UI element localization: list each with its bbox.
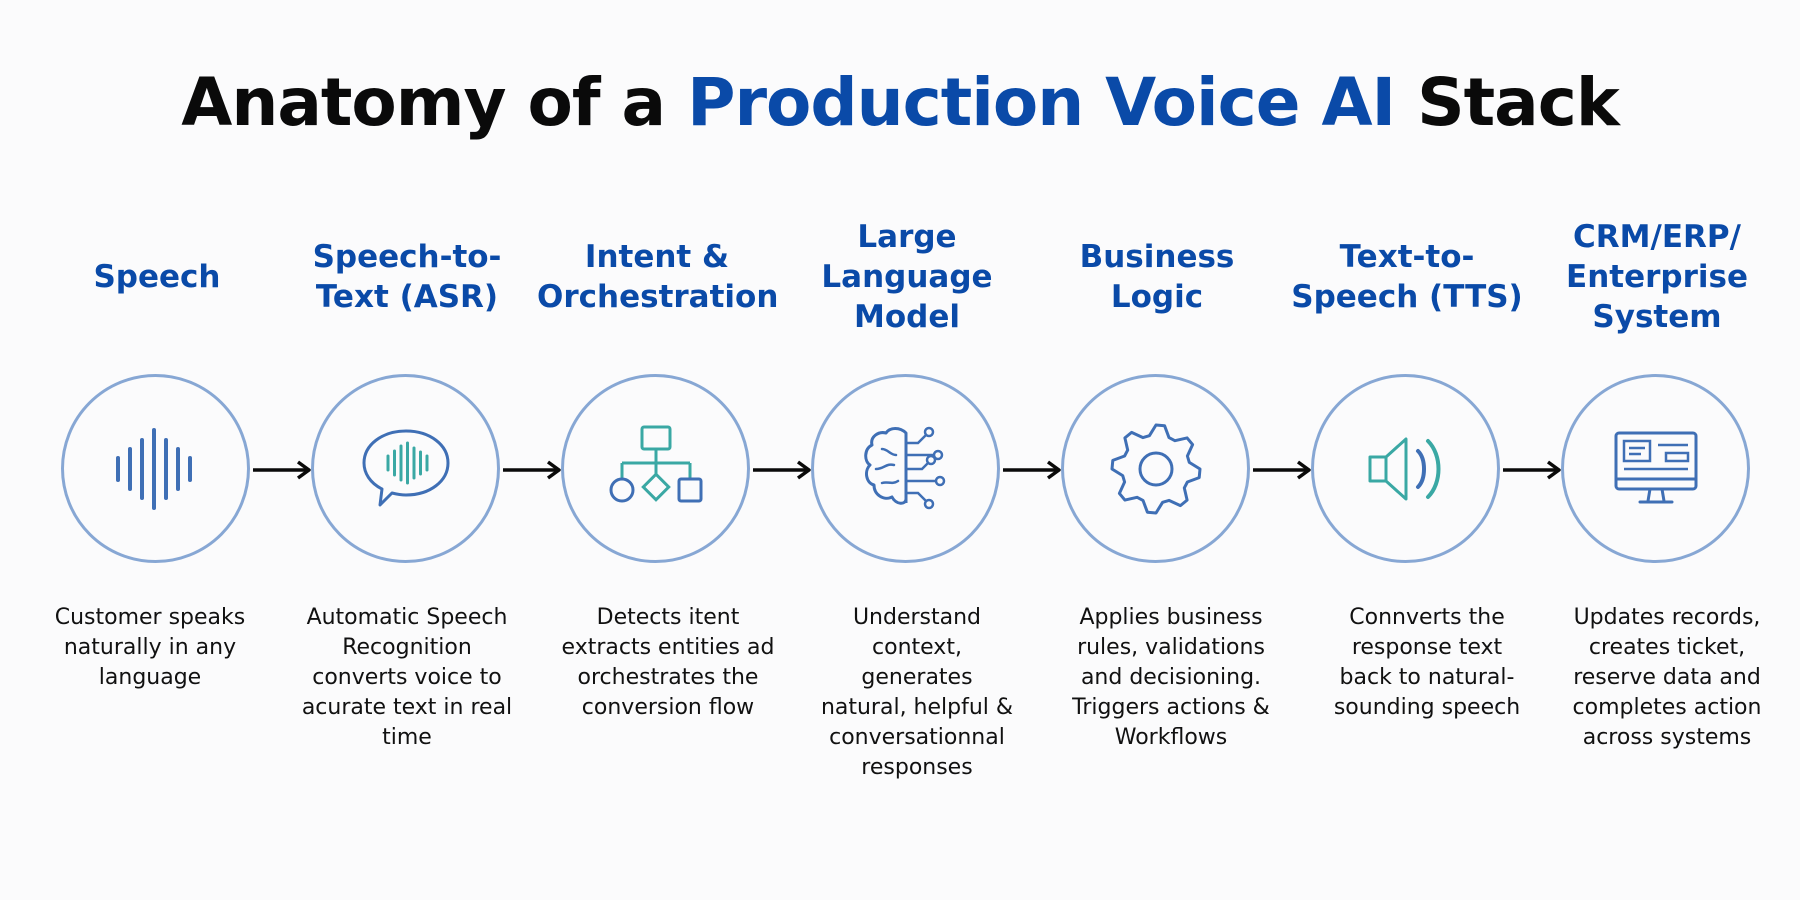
step-title-line: Speech (TTS) <box>1291 279 1523 315</box>
step-description: Applies business rules, validations and de… <box>1056 603 1286 753</box>
page-title: Anatomy of a Production Voice AI Stack <box>0 64 1800 141</box>
step-title-line: Intent & <box>584 239 730 275</box>
step-description-line: responses <box>861 755 973 780</box>
step-description-line: Connverts the <box>1349 605 1505 630</box>
flow-arrow <box>1003 460 1061 480</box>
flow-arrow <box>1253 460 1311 480</box>
step-description-line: natural, helpful & <box>820 695 1014 720</box>
step-title-line: Enterprise <box>1566 259 1748 295</box>
step-description-line: Workflows <box>1114 725 1228 750</box>
step-description-line: sounding speech <box>1333 695 1521 720</box>
step-title-line: Speech-to- <box>312 239 502 275</box>
step-title: Speech <box>37 257 277 297</box>
step-description-line: language <box>98 665 202 690</box>
step-title-line: Speech <box>93 259 221 295</box>
step-circle <box>1061 374 1250 563</box>
step-circle <box>561 374 750 563</box>
step-description-line: Updates records, <box>1573 605 1761 630</box>
speech-bubble-wave-icon <box>356 419 456 519</box>
step-description-line: extracts entities ad <box>561 635 775 660</box>
step-description-line: and decisioning. <box>1080 665 1262 690</box>
step-description-line: response text <box>1351 635 1503 660</box>
flow-arrow <box>253 460 311 480</box>
title-prefix: Anatomy of a <box>181 64 666 141</box>
step-description-line: across systems <box>1582 725 1752 750</box>
step-description-line: acurate text in real <box>301 695 513 720</box>
brain-circuit-icon <box>856 419 956 519</box>
step-description-line: time <box>382 725 432 750</box>
gear-icon <box>1106 419 1206 519</box>
step-description: Updates records, creates ticket, reserve d… <box>1552 603 1782 753</box>
step-title-line: Language <box>821 259 993 295</box>
step-description-line: Applies business <box>1079 605 1263 630</box>
title-accent: Production Voice AI <box>687 64 1396 141</box>
step-title-line: Business <box>1079 239 1235 275</box>
step-description-line: back to natural- <box>1339 665 1515 690</box>
step-description: Customer speaks naturally in any language <box>35 603 265 693</box>
step-title: Text-to- Speech (TTS) <box>1287 237 1527 317</box>
step-description-line: conversion flow <box>581 695 755 720</box>
step-description: Detects itent extracts entities ad orchest… <box>553 603 783 723</box>
step-description-line: rules, validations <box>1077 635 1265 660</box>
step-circle <box>1561 374 1750 563</box>
step-description: Connverts the response text back to natura… <box>1312 603 1542 723</box>
flow-arrow <box>1503 460 1561 480</box>
step-circle <box>311 374 500 563</box>
step-description-line: naturally in any <box>63 635 237 660</box>
step-title: Intent & Orchestration <box>537 237 779 317</box>
step-description-line: conversationnal <box>829 725 1005 750</box>
step-title-line: Text-to- <box>1339 239 1475 275</box>
monitor-icon <box>1606 419 1706 519</box>
step-description-line: Automatic Speech <box>306 605 508 630</box>
step-description-line: creates ticket, <box>1588 635 1746 660</box>
step-title-line: CRM/ERP/ <box>1573 219 1741 255</box>
title-suffix: Stack <box>1417 64 1620 141</box>
step-circle <box>1311 374 1500 563</box>
step-description-line: orchestrates the <box>577 665 759 690</box>
step-title: Speech-to- Text (ASR) <box>287 237 527 317</box>
step-circle <box>811 374 1000 563</box>
step-title-line: Logic <box>1110 279 1204 315</box>
step-description-line: reserve data and <box>1573 665 1761 690</box>
sound-wave-icon <box>106 419 206 519</box>
step-description-line: context, <box>872 635 962 660</box>
step-description-line: Understand <box>852 605 982 630</box>
step-title-line: System <box>1592 299 1722 335</box>
flow-arrow <box>753 460 811 480</box>
step-description-line: converts voice to <box>312 665 502 690</box>
step-description-line: Customer speaks <box>54 605 246 630</box>
step-description-line: generates <box>861 665 973 690</box>
step-title-line: Text (ASR) <box>315 279 499 315</box>
speaker-icon <box>1356 419 1456 519</box>
flowchart-icon <box>606 419 706 519</box>
step-circle <box>61 374 250 563</box>
step-description-line: Triggers actions & <box>1072 695 1270 720</box>
step-description: Understand context, generates natural, help… <box>802 603 1032 783</box>
step-title-line: Orchestration <box>537 279 779 315</box>
step-description-line: Detects itent <box>596 605 740 630</box>
flow-arrow <box>503 460 561 480</box>
step-title-line: Model <box>854 299 960 335</box>
step-title-line: Large <box>857 219 957 255</box>
step-description-line: Recognition <box>342 635 472 660</box>
step-description-line: completes action <box>1572 695 1762 720</box>
